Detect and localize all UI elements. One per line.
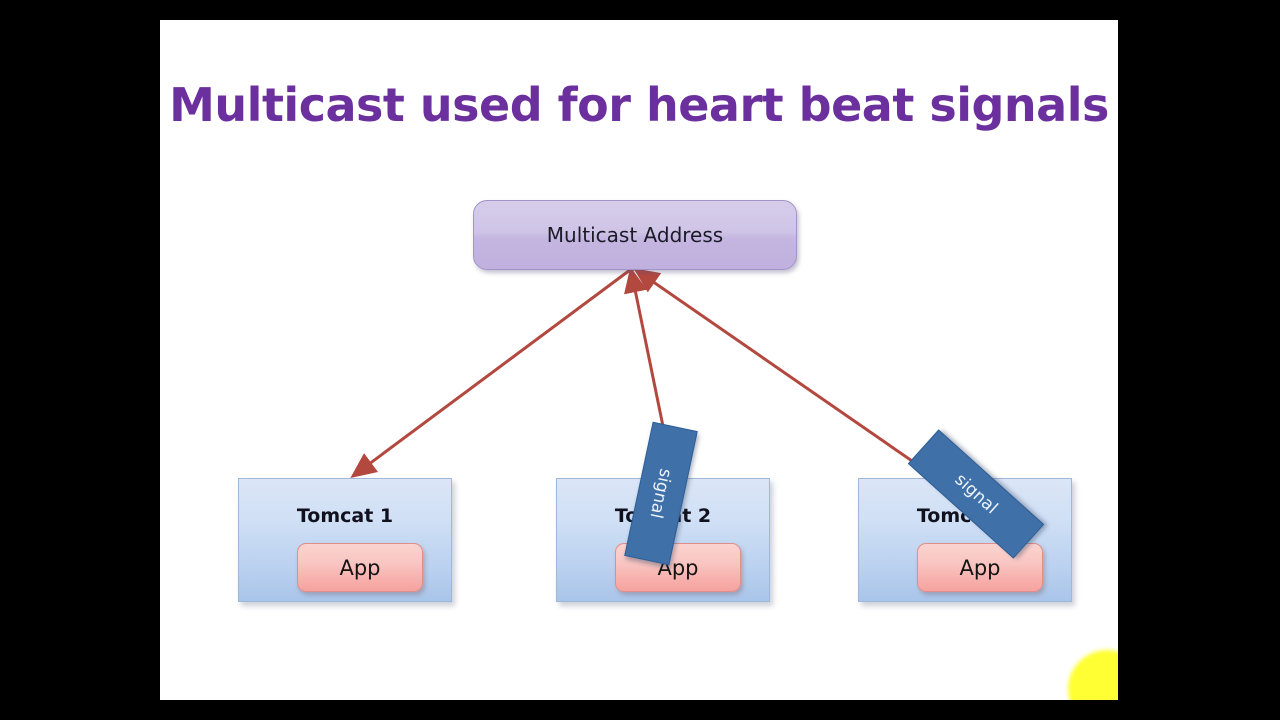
app-label-1: App — [339, 555, 381, 580]
cursor-highlight-dot — [1068, 650, 1118, 700]
arrow-to-tomcat-2 — [624, 266, 667, 437]
multicast-address-label: Multicast Address — [546, 223, 724, 247]
page-title: Multicast used for heart beat signals — [169, 78, 1109, 132]
slide-canvas: Multicast used for heart beat signals Mu… — [160, 20, 1118, 700]
tomcat-server-label-1: Tomcat 1 — [296, 505, 394, 527]
multicast-address-box[interactable]: Multicast Address — [473, 200, 797, 270]
app-label-3: App — [959, 555, 1001, 580]
app-box-1[interactable]: App — [297, 543, 423, 592]
app-box-3[interactable]: App — [917, 543, 1043, 592]
tomcat-server-box-1[interactable]: Tomcat 1 App — [238, 478, 452, 602]
arrow-to-tomcat-1 — [350, 247, 656, 478]
